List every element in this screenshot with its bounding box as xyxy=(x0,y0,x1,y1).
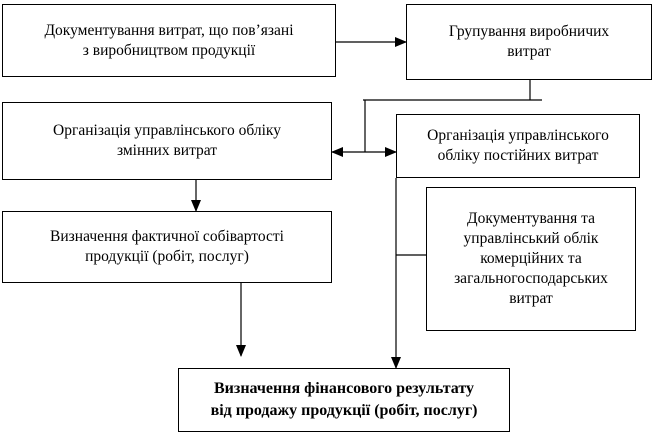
box-line: загальногосподарських xyxy=(454,270,608,287)
box-line: змінних витрат xyxy=(116,142,218,159)
box-documenting-production-costs: Документування витрат, що пов’язані з ви… xyxy=(2,4,336,77)
box-fixed-costs-accounting: Організація управлінського обліку постій… xyxy=(396,114,640,178)
box-line: Організація управлінського обліку xyxy=(53,122,281,139)
box-line: Документування витрат, що пов’язані xyxy=(44,21,294,39)
box-line: комерційних та xyxy=(480,250,582,267)
box-line: від продажу продукції (робіт, послуг) xyxy=(210,402,478,419)
box-grouping-production-costs: Групування виробничих витрат xyxy=(406,4,652,80)
box-line: продукції (робіт, послуг) xyxy=(85,248,249,265)
box-line: Групування виробничих xyxy=(448,23,610,40)
box-line: Визначення фінансового результату xyxy=(214,380,474,397)
box-actual-cost-determination: Визначення фактичної собівартості продук… xyxy=(2,211,332,283)
box-line: управлінський облік xyxy=(463,230,599,247)
box-variable-costs-accounting: Організація управлінського обліку змінни… xyxy=(2,102,332,180)
box-line: витрат xyxy=(507,43,551,60)
box-line: обліку постійних витрат xyxy=(437,147,599,164)
box-line: Документування та xyxy=(467,210,595,227)
box-commercial-general-costs: Документування та управлінський облік ко… xyxy=(426,187,636,331)
box-financial-result-determination: Визначення фінансового результату від пр… xyxy=(178,368,510,432)
box-line: витрат xyxy=(509,290,553,307)
box-line: Організація управлінського xyxy=(427,127,609,144)
box-line: з виробництвом продукції xyxy=(82,41,256,59)
box-line: Визначення фактичної собівартості xyxy=(50,228,284,245)
